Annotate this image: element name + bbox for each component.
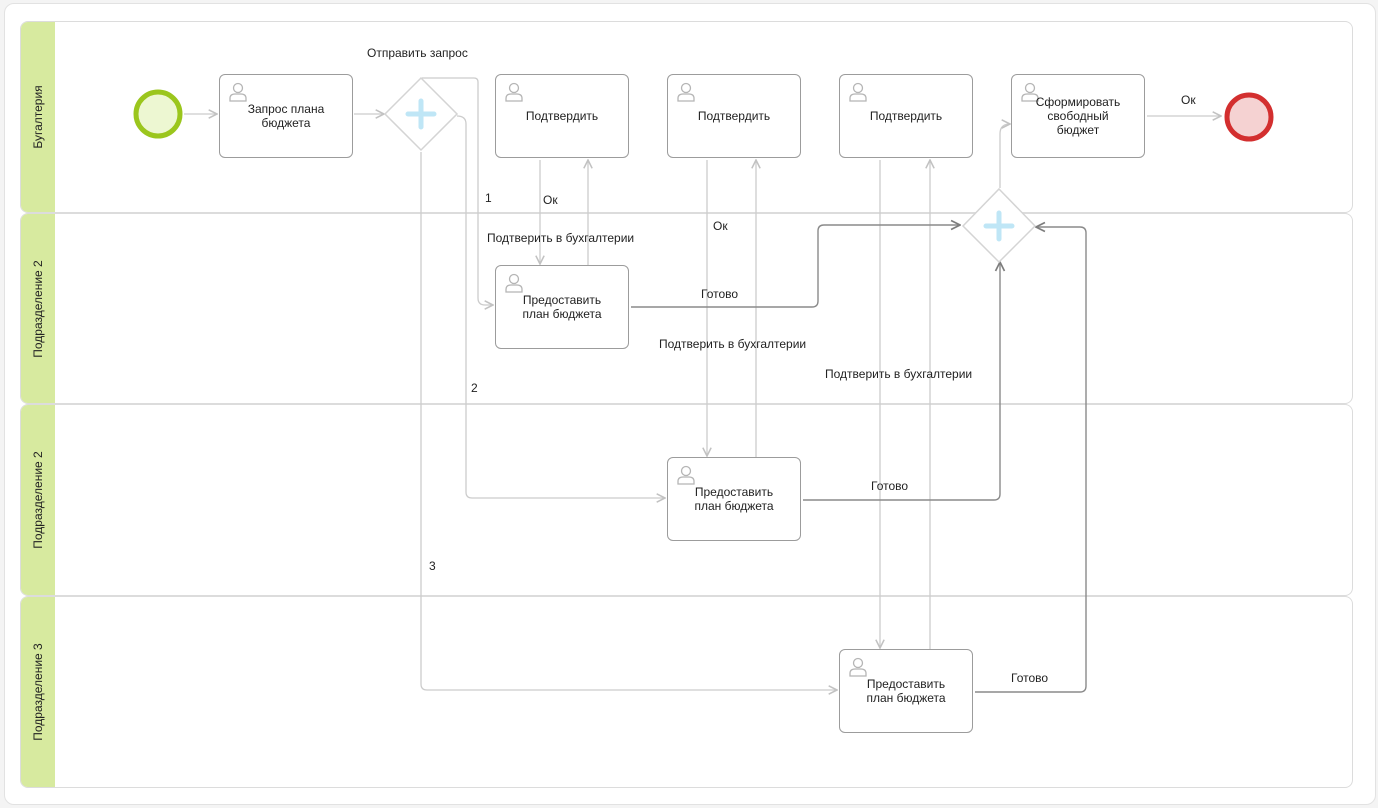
flow-provide1-to-join xyxy=(631,225,960,308)
flow-label-confirm-accounting: Подтверить в бухгалтерии xyxy=(825,367,973,381)
task-provide-budget-plan-3[interactable]: Предоставить план бюджета xyxy=(839,649,973,733)
flow-label-branch-1: 1 xyxy=(485,191,492,205)
user-icon xyxy=(849,82,867,102)
start-event[interactable] xyxy=(133,89,183,139)
flow-label-ok-final: Ок xyxy=(1181,93,1196,107)
lane-department-3[interactable]: Подразделение 3 xyxy=(20,596,1353,788)
user-icon xyxy=(505,82,523,102)
flow-label-send-request: Отправить запрос xyxy=(367,46,468,60)
flow-label-confirm-accounting: Подтверить в бухгалтерии xyxy=(487,231,635,245)
flow-label-branch-2: 2 xyxy=(471,381,478,395)
task-confirm-3[interactable]: Подтвердить xyxy=(839,74,973,158)
task-form-free-budget[interactable]: Сформировать свободный бюджет xyxy=(1011,74,1145,158)
task-label: Предоставить план бюджета xyxy=(866,677,946,705)
plus-icon xyxy=(983,210,1015,242)
task-request-budget-plan[interactable]: Запрос плана бюджета xyxy=(219,74,353,158)
lane-header: Бугалтерия xyxy=(21,22,55,212)
user-icon xyxy=(1021,82,1039,102)
flow-label-done: Готово xyxy=(871,479,909,493)
user-icon xyxy=(229,82,247,102)
task-confirm-2[interactable]: Подтвердить xyxy=(667,74,801,158)
user-icon xyxy=(505,273,523,293)
task-label: Подтвердить xyxy=(869,109,943,123)
lane-department-2[interactable]: Подразделение 2 xyxy=(20,213,1353,404)
task-provide-budget-plan-1[interactable]: Предоставить план бюджета xyxy=(495,265,629,349)
flow-provide3-to-join xyxy=(975,227,1087,693)
flow-label-ok: Ок xyxy=(543,193,558,207)
task-label: Предоставить план бюджета xyxy=(522,293,602,321)
user-icon xyxy=(677,82,695,102)
flow-label-confirm-accounting: Подтверить в бухгалтерии xyxy=(659,337,807,351)
user-icon xyxy=(677,465,695,485)
flow-label-done: Готово xyxy=(701,287,739,301)
lane-header: Подразделение 3 xyxy=(21,597,55,787)
task-confirm-1[interactable]: Подтвердить xyxy=(495,74,629,158)
flow-join-to-form xyxy=(999,124,1010,188)
task-label: Предоставить план бюджета xyxy=(694,485,774,513)
plus-icon xyxy=(405,98,437,130)
flow-gateway-to-provide-3 xyxy=(420,152,837,690)
lane-header: Подразделение 2 xyxy=(21,214,55,403)
task-label: Подтвердить xyxy=(525,109,599,123)
flow-provide2-to-join xyxy=(803,262,1000,501)
parallel-gateway-join[interactable] xyxy=(961,187,1037,264)
lane-header: Подразделение 2 xyxy=(21,405,55,595)
task-label: Подтвердить xyxy=(697,109,771,123)
flow-gateway-to-provide-1 xyxy=(422,77,493,305)
user-icon xyxy=(849,657,867,677)
task-label: Запрос плана бюджета xyxy=(247,102,325,130)
flow-label-ok: Ок xyxy=(713,219,728,233)
flow-gateway-to-provide-2 xyxy=(456,115,665,498)
flow-label-branch-3: 3 xyxy=(429,559,436,573)
task-provide-budget-plan-2[interactable]: Предоставить план бюджета xyxy=(667,457,801,541)
flow-label-done: Готово xyxy=(1011,671,1049,685)
end-event[interactable] xyxy=(1224,92,1274,142)
task-label: Сформировать свободный бюджет xyxy=(1035,95,1121,137)
parallel-gateway-split[interactable] xyxy=(383,76,459,152)
